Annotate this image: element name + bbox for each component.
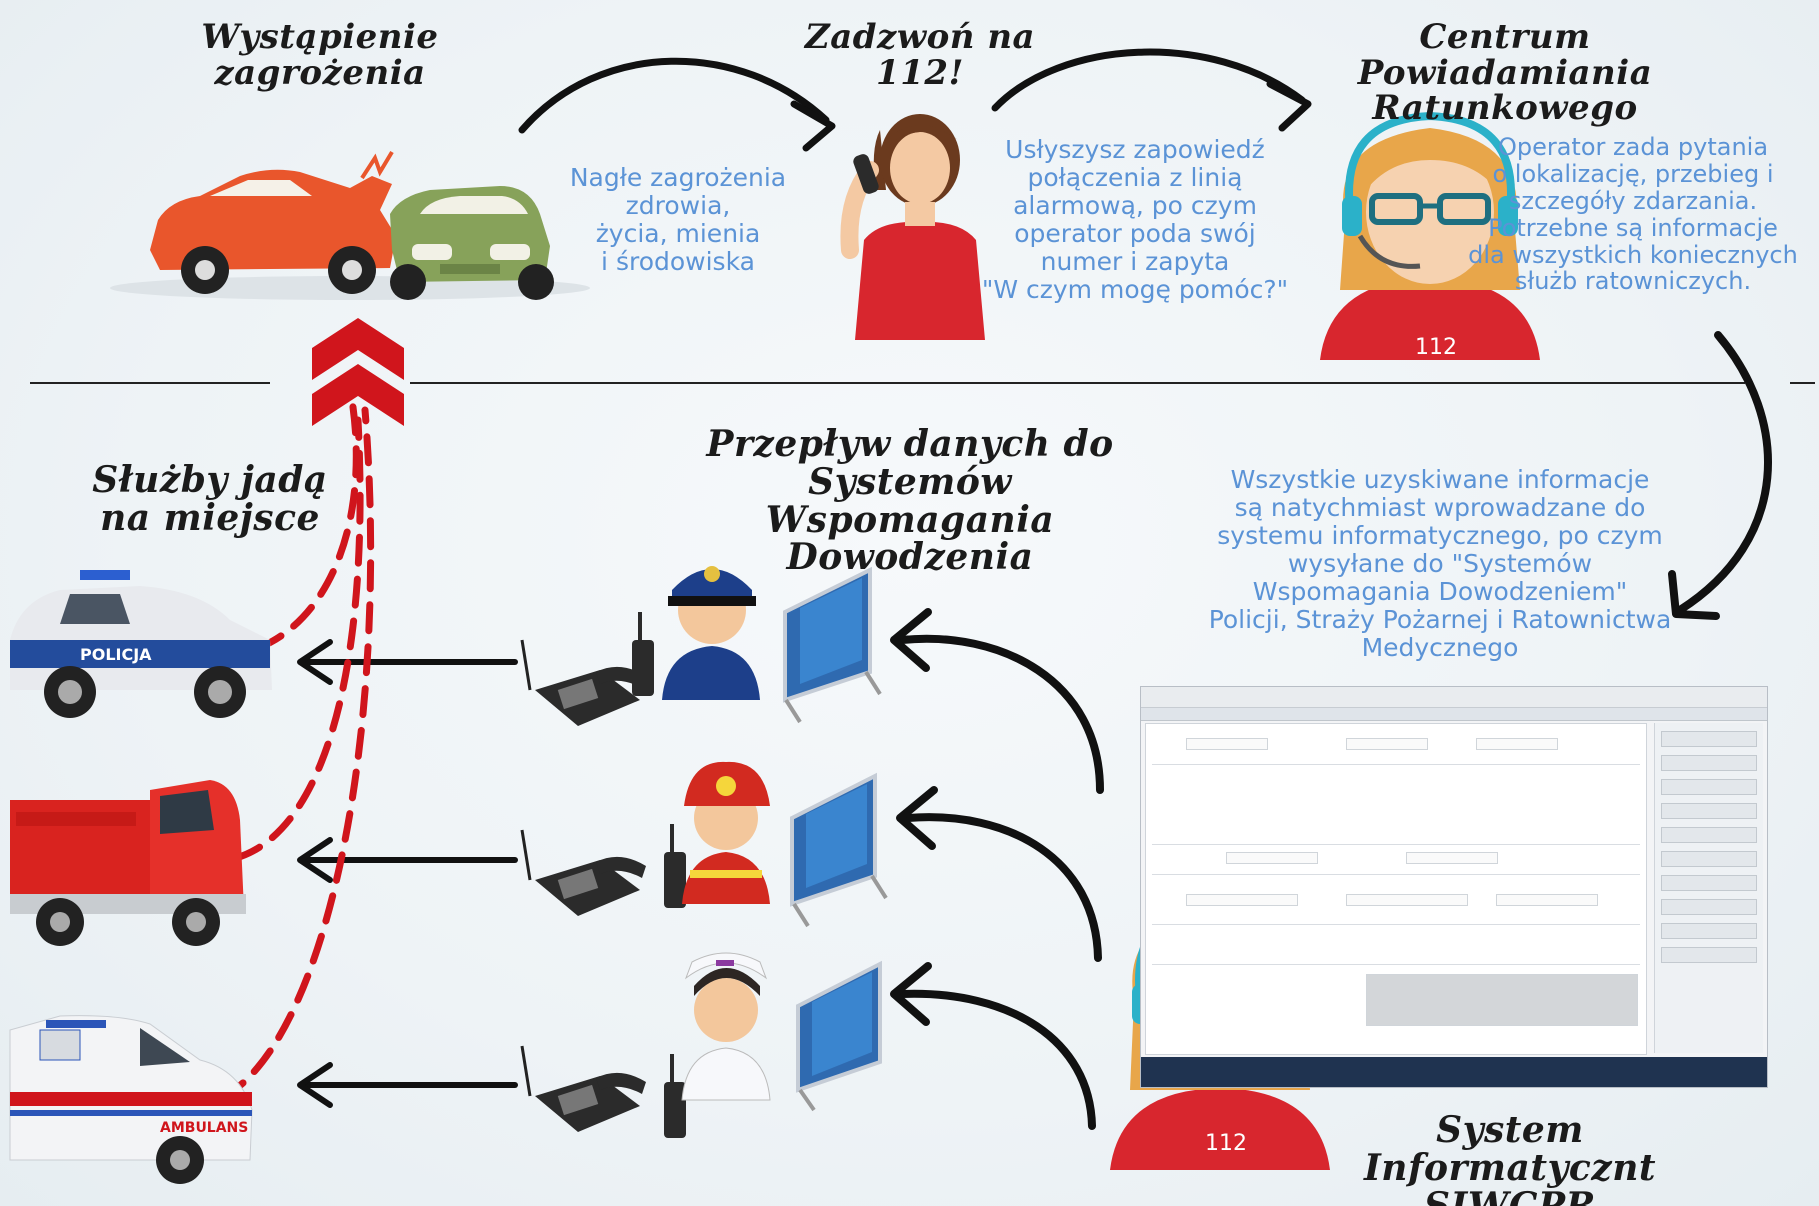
call-description: Usłyszysz zapowiedź połączenia z linią a…: [981, 135, 1289, 304]
arrow-to-police-car: [297, 639, 518, 685]
firefighter-icon: [682, 761, 770, 904]
radio-icon-1: [632, 612, 654, 696]
operator-badge-bottom: 112: [1205, 1131, 1247, 1156]
police-car-label: POLICJA: [80, 645, 152, 664]
monitor-icon-2: [790, 772, 888, 928]
screenshot-tabs: [1141, 708, 1767, 721]
arrow-system-to-police: [898, 634, 1104, 794]
title-dataflow: Przepływ danych do Systemów Wspomagania …: [706, 423, 1114, 579]
title-call: Zadzwoń na 112!: [804, 17, 1036, 93]
arrow-call-to-center: [991, 48, 1306, 112]
operator-badge-top: 112: [1415, 335, 1457, 360]
arrow-threat-to-call: [518, 57, 830, 134]
crash-cars-image: [110, 150, 590, 300]
police-car-image: POLICJA: [10, 570, 272, 718]
title-center: Centrum Powiadamiania Ratunkowego: [1357, 17, 1653, 129]
operator-top-image: 112: [1320, 111, 1540, 360]
screenshot-toolbar: [1141, 687, 1767, 708]
screenshot-taskbar: [1141, 1057, 1767, 1087]
system-description: Wszystkie uzyskiwane informacje są natyc…: [1208, 465, 1672, 662]
siwcpr-screenshot: [1140, 686, 1768, 1088]
ambulance-label: AMBULANS: [160, 1120, 248, 1136]
desk-phone-icon-1: [520, 639, 646, 726]
title-threat: Wystąpienie zagrożenia: [201, 17, 439, 93]
arrow-center-to-system: [1676, 331, 1772, 614]
arrow-to-fire-truck: [297, 837, 518, 883]
radio-icon-2: [664, 824, 686, 908]
red-chevrons-up: [312, 318, 404, 426]
medic-icon: [681, 952, 771, 1101]
ambulance-image: AMBULANS: [9, 1015, 253, 1184]
arrow-system-to-fire: [904, 813, 1102, 962]
radio-icon-3: [664, 1054, 686, 1138]
screenshot-form: [1145, 723, 1647, 1055]
desk-phone-icon-3: [520, 1045, 646, 1132]
operator-description: Operator zada pytania o lokalizację, prz…: [1468, 133, 1798, 296]
dashed-routes: [218, 396, 375, 1102]
fire-truck-image: [10, 780, 246, 946]
police-officer-icon: [662, 566, 760, 700]
desk-phone-icon-2: [520, 829, 646, 916]
title-services: Służby jadą na miejsce: [92, 459, 328, 539]
screenshot-sidebar: [1654, 723, 1763, 1053]
arrow-system-to-medic: [898, 989, 1096, 1130]
arrow-to-ambulance: [297, 1062, 518, 1108]
monitor-icon-1: [783, 566, 882, 724]
monitor-icon-3: [796, 960, 882, 1112]
caller-woman-image: [840, 114, 985, 340]
title-system: System Informatycznt SIWCPR: [1363, 1109, 1657, 1206]
threat-description: Nagłe zagrożenia zdrowia, życia, mienia …: [569, 163, 787, 276]
